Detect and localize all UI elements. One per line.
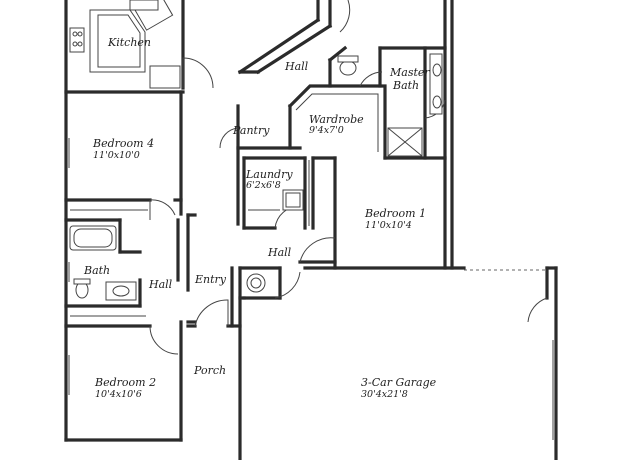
master-bath-label-line1: Master bbox=[389, 66, 430, 79]
pantry-label: Pantry bbox=[232, 124, 270, 137]
labels: Kitchen Hall Master Bath Wardrobe 9'4x7'… bbox=[83, 36, 437, 400]
doors bbox=[149, 0, 548, 355]
garage-dims: 30'4x21'8 bbox=[361, 389, 408, 400]
bedroom2-dims: 10'4x10'6 bbox=[95, 389, 142, 400]
wardrobe-label: Wardrobe bbox=[309, 113, 364, 126]
bedroom4-label: Bedroom 4 bbox=[92, 137, 154, 150]
laundry-label: Laundry bbox=[245, 168, 293, 181]
hall-top-label: Hall bbox=[284, 60, 309, 73]
kitchen-label: Kitchen bbox=[107, 36, 151, 49]
hall-left-label: Hall bbox=[148, 278, 173, 291]
bedroom1-dims: 11'0x10'4 bbox=[365, 220, 412, 231]
porch-label: Porch bbox=[193, 364, 226, 377]
bedroom1-label: Bedroom 1 bbox=[364, 207, 426, 220]
entry-label: Entry bbox=[194, 273, 227, 286]
bedroom2-label: Bedroom 2 bbox=[94, 376, 156, 389]
laundry-dims: 6'2x6'8 bbox=[246, 180, 281, 191]
wardrobe-dims: 9'4x7'0 bbox=[309, 125, 344, 136]
bedroom4-dims: 11'0x10'0 bbox=[93, 150, 140, 161]
windows bbox=[68, 138, 554, 440]
garage-label: 3-Car Garage bbox=[361, 376, 437, 389]
fixtures bbox=[69, 0, 443, 317]
bath-label: Bath bbox=[83, 264, 110, 277]
hall-mid-label: Hall bbox=[267, 246, 292, 259]
walls bbox=[64, 0, 558, 460]
master-bath-label-line2: Bath bbox=[392, 79, 419, 92]
